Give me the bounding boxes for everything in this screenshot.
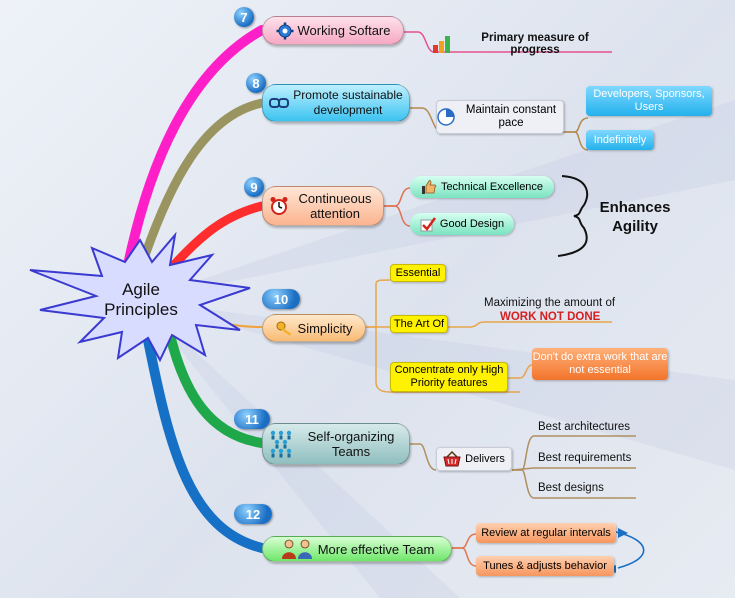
bar-chart-icon: [433, 36, 450, 53]
branch-12-stem: [143, 335, 267, 553]
branch-8-stem: [135, 98, 267, 275]
concentrate-label: Concentrate only High Priority features: [394, 364, 504, 389]
people-group-icon: [270, 430, 292, 458]
constant-pace-label: Maintain constant pace: [465, 104, 557, 129]
art-of-node[interactable]: The Art Of: [390, 315, 448, 333]
branch-11-stem: [165, 330, 267, 448]
branch-more-effective-team-label: More effective Team: [317, 541, 435, 557]
work-not-done-highlight: WORK NOT DONE: [500, 311, 600, 323]
thumbs-up-icon: [421, 180, 437, 194]
review-intervals-node[interactable]: Review at regular intervals: [476, 523, 616, 543]
branch-7-stem: [123, 25, 267, 270]
branch-continuous-attention-label: Continueous attention: [298, 191, 372, 221]
badge-12: 12: [234, 504, 272, 524]
constant-pace-node[interactable]: Maintain constant pace: [436, 100, 564, 134]
pie-chart-icon: [437, 108, 455, 126]
developers-sponsors-users-node[interactable]: Developers, Sponsors, Users: [586, 86, 712, 116]
tunes-adjusts-node[interactable]: Tunes & adjusts behavior: [476, 556, 614, 576]
badge-8: 8: [246, 73, 266, 93]
good-design-label: Good Design: [439, 217, 505, 230]
essential-node[interactable]: Essential: [390, 264, 446, 282]
branch-self-organizing-teams[interactable]: Self-organizing Teams: [262, 423, 410, 465]
basket-icon: [443, 451, 461, 467]
maximizing-note-label: Maximizing the amount of: [484, 297, 616, 309]
curly-brace: [557, 175, 589, 257]
dont-do-extra-work-node[interactable]: Don't do extra work that are not essenti…: [532, 348, 668, 380]
badge-11: 11: [234, 409, 270, 429]
badge-9: 9: [244, 177, 264, 197]
review-intervals-label: Review at regular intervals: [481, 526, 611, 539]
work-not-done-label: WORK NOT DONE: [500, 311, 601, 323]
best-designs-label: Best designs: [538, 482, 604, 494]
concentrate-node[interactable]: Concentrate only High Priority features: [390, 362, 508, 392]
technical-excellence-node[interactable]: Technical Excellence: [410, 176, 554, 198]
indefinitely-label: Indefinitely: [593, 133, 647, 146]
center-topic[interactable]: Agile Principles: [86, 278, 196, 322]
primary-measure-label: Primary measure of progress: [481, 32, 589, 56]
branch-sustainable-development-label: Promote sustainable development: [293, 88, 403, 117]
primary-measure-node[interactable]: Primary measure of progress: [432, 32, 614, 56]
maximizing-note: Maximizing the amount of: [484, 297, 615, 309]
branch-working-software-label: Working Softare: [297, 23, 391, 38]
art-of-label: The Art Of: [393, 317, 445, 330]
dont-do-extra-work-label: Don't do extra work that are not essenti…: [532, 351, 668, 376]
gear-icon: [276, 22, 294, 39]
link-icon: [269, 98, 289, 108]
key-icon: [276, 321, 291, 336]
tunes-adjusts-label: Tunes & adjusts behavior: [483, 559, 607, 572]
best-architectures-node[interactable]: Best architectures: [538, 421, 630, 433]
badge-7: 7: [234, 7, 254, 27]
indefinitely-node[interactable]: Indefinitely: [586, 130, 654, 150]
branch-simplicity[interactable]: Simplicity: [262, 314, 366, 342]
delivers-node[interactable]: Delivers: [436, 447, 512, 471]
delivers-label: Delivers: [465, 452, 505, 465]
center-topic-label: Agile Principles: [104, 280, 178, 319]
enhances-agility-label: Enhances Agility: [599, 199, 671, 235]
best-designs-node[interactable]: Best designs: [538, 482, 604, 494]
best-requirements-node[interactable]: Best requirements: [538, 452, 631, 464]
branch-more-effective-team[interactable]: More effective Team: [262, 536, 452, 562]
branch-working-software[interactable]: Working Softare: [262, 16, 404, 45]
best-architectures-label: Best architectures: [538, 421, 631, 433]
branch-simplicity-label: Simplicity: [297, 320, 353, 336]
essential-label: Essential: [395, 266, 441, 279]
technical-excellence-label: Technical Excellence: [440, 180, 544, 193]
badge-10: 10: [262, 289, 300, 309]
good-design-node[interactable]: Good Design: [410, 213, 514, 235]
developers-sponsors-users-label: Developers, Sponsors, Users: [593, 88, 705, 113]
branch-continuous-attention[interactable]: Continueous attention: [262, 186, 384, 226]
enhances-agility-summary: Enhances Agility: [590, 196, 680, 238]
best-requirements-label: Best requirements: [538, 452, 632, 464]
branch-sustainable-development[interactable]: Promote sustainable development: [262, 84, 410, 122]
center-starburst-shape: [29, 231, 251, 363]
branch-self-organizing-teams-label: Self-organizing Teams: [307, 429, 395, 459]
check-mark-icon: [420, 217, 436, 232]
two-people-icon: [281, 539, 312, 559]
alarm-clock-icon: [270, 197, 288, 215]
